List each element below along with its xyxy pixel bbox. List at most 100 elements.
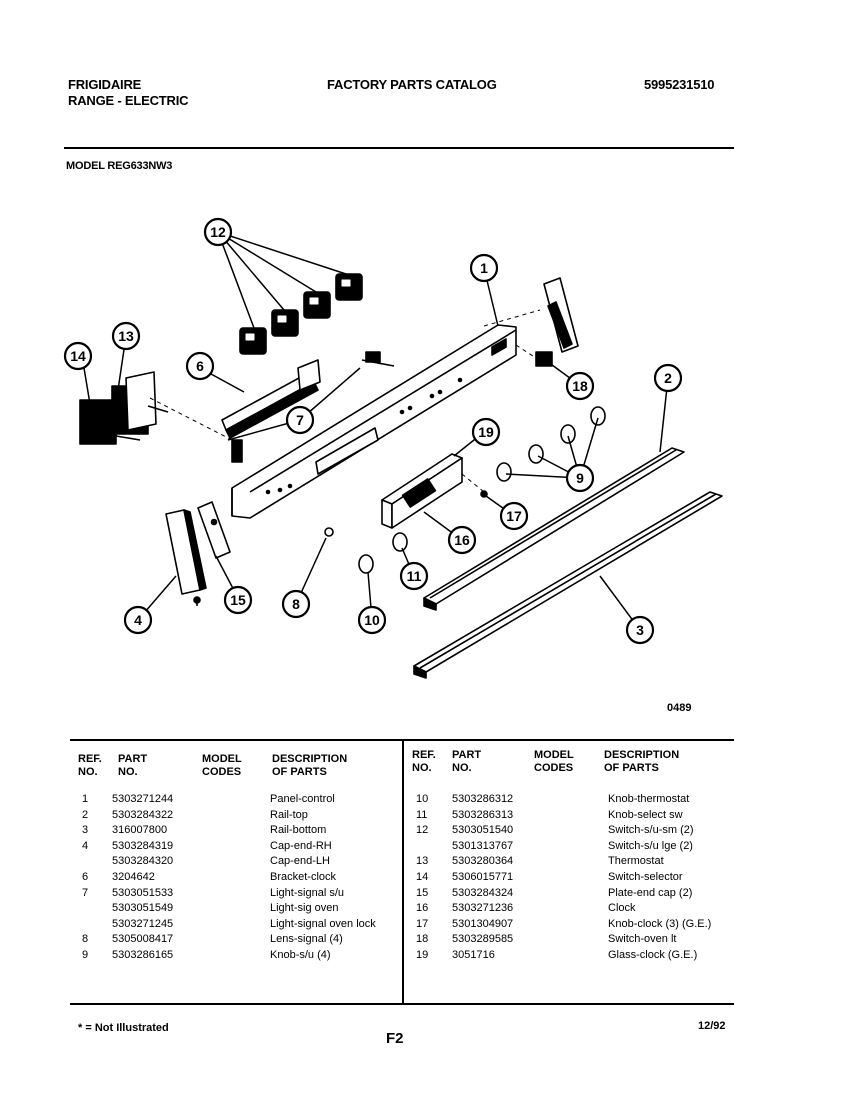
- svg-text:13: 13: [118, 328, 134, 344]
- table-cell-desc: Switch-oven lt: [608, 933, 677, 946]
- header-ref-left: REF.NO.: [78, 753, 102, 778]
- plate-end-cap-part: [197, 501, 231, 559]
- table-cell-part: 5303051549: [112, 902, 174, 915]
- control-panel-part: [231, 324, 517, 519]
- table-cell-desc: Bracket-clock: [270, 871, 337, 883]
- callout-13: 13: [111, 321, 141, 351]
- exploded-parts-diagram: 12 1 13 14 6 18 2 7 19 9 17 16 11 4 15 8…: [63, 217, 723, 679]
- svg-text:17: 17: [506, 508, 522, 524]
- table-cell-desc: Switch-s/u lge (2): [608, 839, 693, 852]
- table-cell-part: 3051716: [452, 949, 495, 961]
- table-cell-desc: Switch-s/u-sm (2): [608, 824, 694, 837]
- table-cell-part: 5301304907: [452, 917, 514, 930]
- model-number: MODEL REG633NW3: [66, 160, 173, 172]
- table-cell-ref: 12: [416, 824, 429, 837]
- table-cell-desc: Rail-bottom: [270, 824, 327, 837]
- table-divider: [402, 741, 404, 1003]
- table-cell-ref: 4: [82, 839, 89, 852]
- table-cell-desc: Knob-s/u (4): [270, 949, 331, 961]
- table-cell-part: 5303284322: [112, 808, 174, 821]
- svg-text:3: 3: [636, 622, 644, 638]
- callout-4: 4: [123, 605, 153, 635]
- table-cell-part: 5303051540: [452, 824, 514, 837]
- table-cell-ref: 16: [416, 902, 429, 915]
- table-cell-part: 5305008417: [112, 933, 174, 946]
- table-cell-ref: 13: [416, 855, 429, 868]
- table-cell-part: 5303284320: [112, 855, 174, 868]
- callout-15: 15: [223, 585, 253, 615]
- callout-7: 7: [285, 405, 315, 435]
- end-cap-part: [165, 509, 207, 606]
- table-cell-part: 5303286165: [112, 949, 174, 961]
- svg-text:14: 14: [70, 348, 86, 364]
- table-cell-desc: Light-sig oven: [270, 902, 339, 915]
- brand-name: FRIGIDAIRE: [68, 77, 142, 92]
- table-cell-desc: Clock: [608, 902, 636, 915]
- knobs-part: [324, 406, 606, 574]
- table-cell-desc: Cap-end-LH: [270, 855, 330, 868]
- svg-text:9: 9: [576, 470, 584, 486]
- table-cell-part: 316007800: [112, 824, 168, 837]
- table-cell-part: 5303289585: [452, 933, 514, 946]
- table-cell-desc: Plate-end cap (2): [608, 886, 693, 899]
- header-ref-right: REF.NO.: [412, 749, 436, 774]
- right-bracket-part: [535, 277, 579, 367]
- svg-text:12: 12: [210, 224, 226, 240]
- table-cell-part: 5303271245: [112, 917, 174, 930]
- svg-text:11: 11: [407, 568, 422, 584]
- callout-16: 16: [447, 525, 477, 555]
- bottom-rail-part: [413, 491, 723, 679]
- table-cell-desc: Lens-signal (4): [270, 933, 343, 946]
- table-cell-ref: 10: [416, 793, 429, 805]
- table-cell-desc: Glass-clock (G.E.): [608, 949, 698, 961]
- svg-text:4: 4: [134, 612, 142, 628]
- callout-8: 8: [281, 589, 311, 619]
- clock-part: [381, 453, 488, 529]
- table-cell-part: 5306015771: [452, 871, 514, 883]
- svg-text:7: 7: [296, 412, 304, 428]
- signal-light-part: [361, 351, 395, 367]
- table-cell-desc: Light-signal s/u: [270, 886, 344, 899]
- svg-text:2: 2: [664, 370, 672, 386]
- table-cell-desc: Thermostat: [608, 855, 664, 868]
- header-rule: [64, 147, 734, 149]
- table-cell-part: 5303284319: [112, 839, 174, 852]
- table-cell-ref: 17: [416, 917, 429, 930]
- svg-text:10: 10: [364, 612, 380, 628]
- table-cell-ref: 1: [82, 793, 89, 805]
- table-cell-ref: 14: [416, 871, 429, 883]
- table-cell-ref: 19: [416, 949, 429, 961]
- table-cell-ref: 11: [416, 808, 428, 821]
- table-cell-part: 5303286312: [452, 793, 514, 805]
- table-cell-part: 5303271236: [452, 902, 514, 915]
- callout-19: 19: [471, 417, 501, 447]
- callout-18: 18: [565, 371, 595, 401]
- top-rail-part: [423, 447, 685, 611]
- callout-3: 3: [625, 615, 655, 645]
- table-cell-part: 3204642: [112, 871, 155, 883]
- table-cell-ref: 8: [82, 933, 89, 946]
- table-cell-desc: Knob-select sw: [608, 808, 683, 821]
- table-cell-part: 5303284324: [452, 886, 514, 899]
- table-cell-part: 5303051533: [112, 886, 174, 899]
- table-cell-desc: Panel-control: [270, 793, 335, 805]
- not-illustrated-note: * = Not Illustrated: [78, 1022, 169, 1034]
- table-cell-desc: Cap-end-RH: [270, 839, 332, 852]
- svg-text:15: 15: [230, 592, 246, 608]
- svg-text:6: 6: [196, 358, 204, 374]
- table-cell-desc: Knob-thermostat: [608, 793, 690, 805]
- svg-text:1: 1: [480, 260, 488, 276]
- product-line: RANGE - ELECTRIC: [68, 93, 189, 108]
- drawing-code: 0489: [667, 702, 692, 714]
- callout-1: 1: [469, 253, 499, 283]
- table-cell-part: 5303286313: [452, 808, 514, 821]
- table-cell-ref: 9: [82, 949, 89, 961]
- callout-14: 14: [63, 341, 93, 371]
- callout-2: 2: [653, 363, 683, 393]
